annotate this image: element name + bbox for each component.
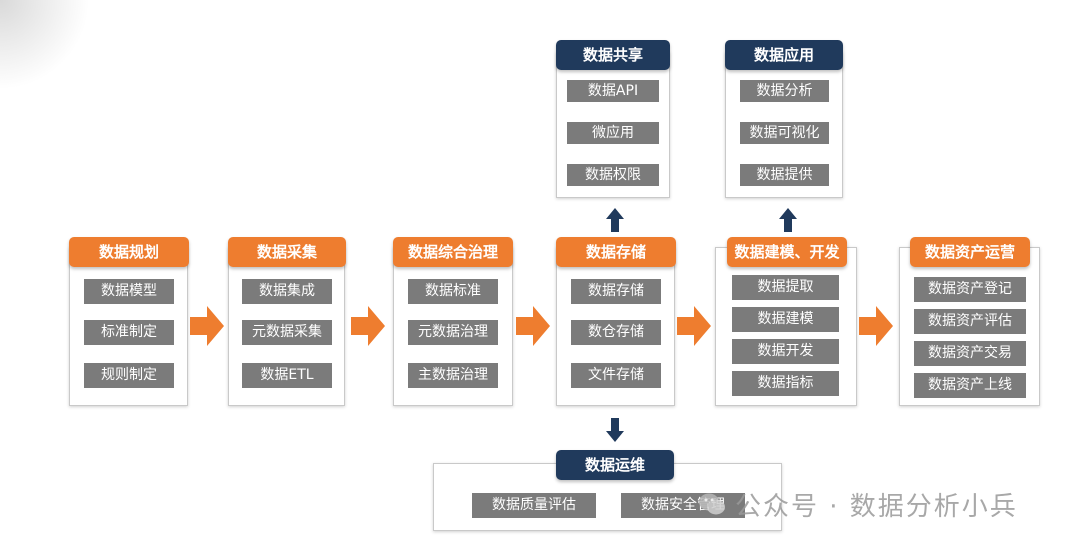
share-item: 数据权限 — [567, 164, 659, 186]
application-item: 数据提供 — [740, 164, 829, 186]
stage-item: 数据提取 — [732, 275, 839, 300]
stage-header-storage: 数据存储 — [556, 237, 676, 267]
stage-item: 数据建模 — [732, 307, 839, 332]
stage-item: 标准制定 — [84, 320, 174, 345]
application-header: 数据应用 — [725, 40, 843, 70]
stage-item: 主数据治理 — [408, 363, 498, 388]
arrow-right-icon — [859, 306, 893, 346]
share-item: 数据API — [567, 80, 659, 102]
operations-item: 数据质量评估 — [472, 493, 596, 518]
stage-header-collection: 数据采集 — [228, 237, 346, 267]
stage-header-asset-operation: 数据资产运营 — [910, 237, 1030, 267]
watermark-text: 公众号 · 数据分析小兵 — [735, 491, 1018, 522]
stage-item: 数仓存储 — [571, 320, 661, 345]
stage-item: 数据开发 — [732, 339, 839, 364]
stage-item: 数据存储 — [571, 279, 661, 304]
arrow-right-icon — [351, 306, 385, 346]
stage-item: 数据资产交易 — [914, 341, 1026, 366]
stage-item: 数据ETL — [242, 363, 332, 388]
stage-item: 数据资产评估 — [914, 309, 1026, 334]
share-item: 微应用 — [567, 122, 659, 144]
stage-item: 数据集成 — [242, 279, 332, 304]
arrow-up-icon — [606, 208, 624, 232]
watermark: 公众号 · 数据分析小兵 — [697, 484, 1018, 524]
arrow-up-icon — [779, 208, 797, 232]
corner-shadow-decoration — [0, 0, 90, 90]
arrow-right-icon — [516, 306, 550, 346]
arrow-right-icon — [677, 306, 711, 346]
application-item: 数据可视化 — [740, 122, 829, 144]
stage-item: 元数据治理 — [408, 320, 498, 345]
stage-item: 数据标准 — [408, 279, 498, 304]
stage-header-governance: 数据综合治理 — [393, 237, 513, 267]
stage-header-planning: 数据规划 — [69, 237, 189, 267]
stage-item: 数据模型 — [84, 279, 174, 304]
application-item: 数据分析 — [740, 80, 829, 102]
stage-item: 文件存储 — [571, 363, 661, 388]
stage-item: 规则制定 — [84, 363, 174, 388]
operations-header: 数据运维 — [556, 450, 674, 480]
arrow-down-icon — [606, 418, 624, 442]
stage-header-modeling: 数据建模、开发 — [727, 237, 847, 267]
stage-item: 数据资产上线 — [914, 373, 1026, 398]
arrow-right-icon — [190, 306, 224, 346]
stage-item: 数据资产登记 — [914, 277, 1026, 302]
stage-item: 数据指标 — [732, 371, 839, 396]
stage-item: 元数据采集 — [242, 320, 332, 345]
wechat-logo-icon — [699, 493, 725, 515]
share-header: 数据共享 — [556, 40, 670, 70]
